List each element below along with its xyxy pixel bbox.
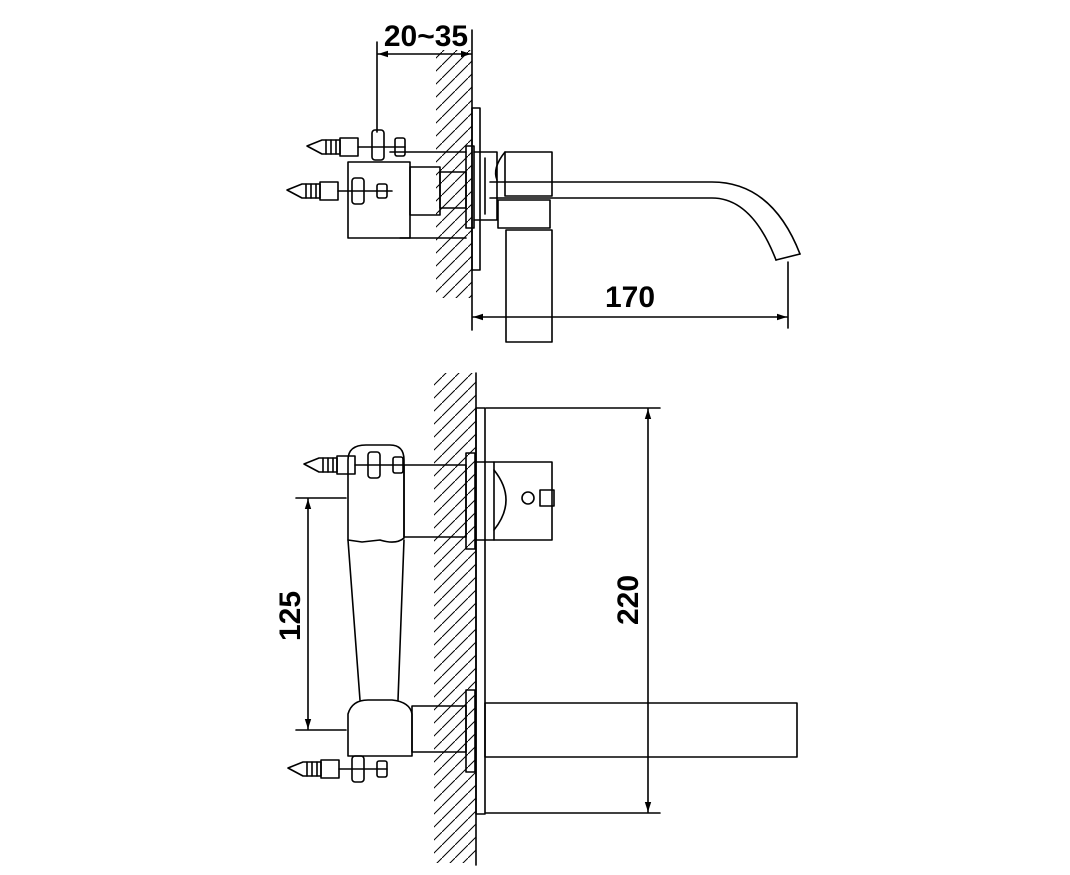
connecting-pipe [347,539,405,701]
cover-plate-bottom [475,407,486,815]
spout-projection-dimension [472,261,789,329]
fixing-centres-dimension [295,497,347,731]
top-view [286,29,801,343]
spout-front [484,702,798,758]
spout-top [489,181,801,261]
wall-thickness-dimension [376,41,472,133]
valve-body-upper [347,444,555,550]
anchor-bolt-upper-top [306,129,406,161]
wall-section-bottom [434,372,477,866]
spout-projection-label: 170 [605,281,655,314]
fixing-centres-label: 125 [274,591,307,641]
anchor-bolt-upper-bottom [303,451,405,479]
plate-height-dimension [485,407,661,814]
anchor-bolt-lower-bottom [287,755,388,783]
valve-body-lower [347,689,476,773]
bottom-view [287,372,798,866]
wall-thickness-label: 20~35 [384,20,468,53]
cover-plate-top [471,107,481,271]
plate-height-label: 220 [612,575,645,625]
anchor-bolt-lower-top [286,177,393,205]
